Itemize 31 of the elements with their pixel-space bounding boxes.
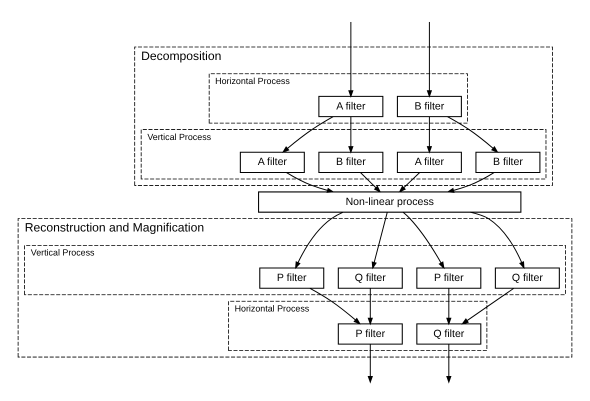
- node-box: P filter: [416, 268, 482, 289]
- node-box: A filter: [318, 96, 384, 118]
- node-box: Q filter: [338, 268, 403, 289]
- node-box: P filter: [338, 323, 403, 345]
- node-box: Q filter: [494, 268, 560, 289]
- node-box: P filter: [259, 268, 324, 289]
- arrow: [282, 116, 334, 154]
- arrow: [368, 344, 373, 384]
- node-box: B filter: [318, 152, 384, 174]
- arrow: [348, 21, 354, 98]
- node-box: B filter: [396, 96, 462, 118]
- arrow: [447, 116, 499, 154]
- node-box: A filter: [240, 152, 305, 174]
- arrow: [360, 172, 382, 193]
- arrow: [286, 172, 335, 193]
- node-box: Non-linear process: [258, 191, 522, 213]
- arrow: [398, 172, 420, 193]
- node-box: B filter: [475, 152, 540, 174]
- arrow: [402, 212, 445, 270]
- arrow: [348, 116, 354, 154]
- node-box: A filter: [396, 152, 462, 174]
- arrow: [426, 21, 432, 98]
- arrow: [368, 288, 373, 326]
- arrow: [461, 288, 514, 325]
- arrow: [446, 344, 452, 384]
- arrow: [372, 212, 388, 270]
- arrow: [309, 288, 361, 325]
- node-box: Q filter: [416, 323, 482, 345]
- arrow: [446, 172, 495, 193]
- arrow: [426, 116, 432, 154]
- arrow: [446, 288, 452, 326]
